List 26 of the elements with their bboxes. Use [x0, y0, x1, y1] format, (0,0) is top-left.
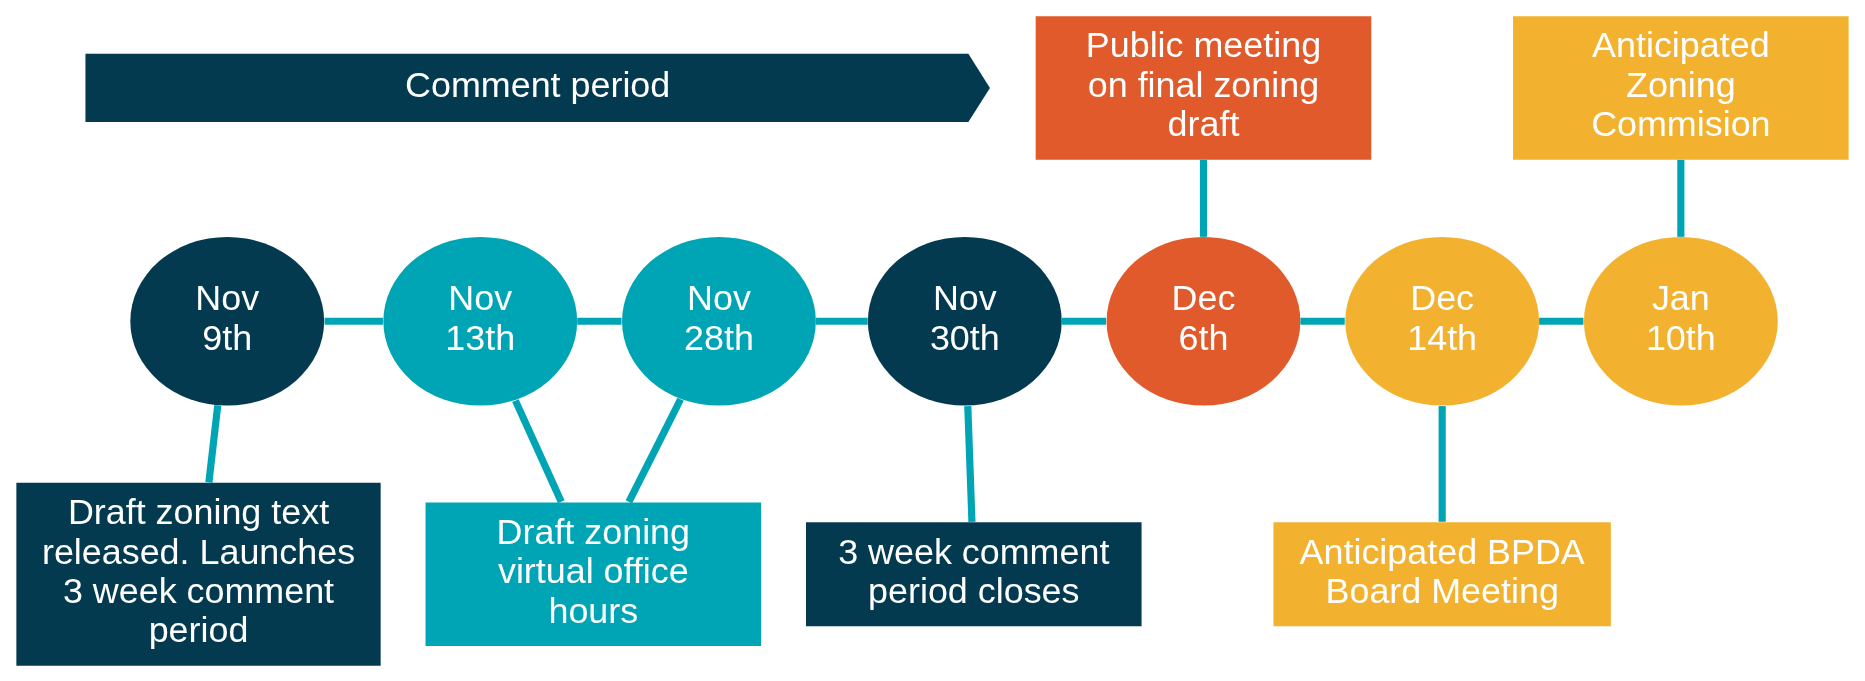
connector [324, 317, 383, 325]
connector [512, 398, 565, 503]
node-box: Anticipated Zoning Commision [1513, 15, 1849, 160]
node-ellipse: Nov 30th [867, 236, 1062, 406]
connector [577, 317, 622, 325]
connector [205, 404, 222, 483]
connector [1199, 159, 1208, 237]
connector [625, 397, 684, 503]
connector [1677, 159, 1685, 237]
connector [1061, 317, 1107, 325]
node-ellipse: Nov 28th [622, 236, 816, 406]
node-box: Anticipated BPDA Board Meeting [1273, 521, 1611, 626]
node-ellipse: Dec 6th [1106, 236, 1301, 406]
node-ellipse: Nov 9th [130, 236, 325, 406]
node-box: Public meeting on final zoning draft [1035, 15, 1372, 160]
node-box: 3 week comment period closes [806, 521, 1142, 626]
node-box: Draft zoning text released. Launches 3 week comment period [16, 482, 381, 666]
node-ellipse: Nov 13th [383, 236, 578, 406]
connector [815, 317, 868, 325]
connector [1539, 317, 1584, 325]
node-ellipse: Dec 14th [1345, 236, 1540, 406]
node-box: Draft zoning virtual office hours [425, 502, 762, 646]
connector [964, 405, 976, 522]
node-ellipse: Jan 10th [1583, 236, 1778, 406]
connector [1300, 317, 1345, 325]
connector [1438, 405, 1446, 522]
